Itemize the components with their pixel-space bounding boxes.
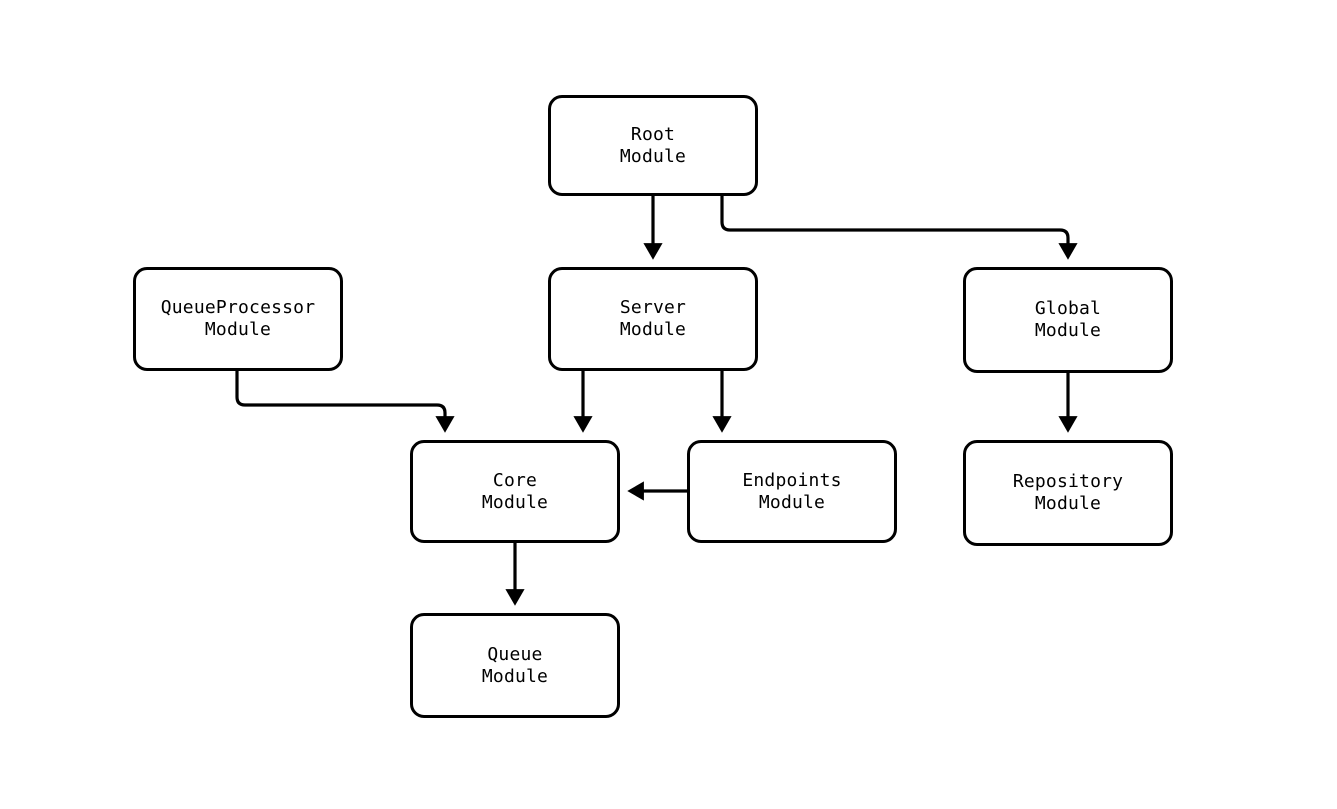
node-server-module-label: Server Module	[619, 297, 687, 340]
node-global-module-label: Global Module	[1034, 298, 1102, 341]
node-repository-module-label: Repository Module	[1012, 471, 1124, 514]
node-root-module[interactable]: Root Module	[548, 95, 758, 196]
node-endpoints-module[interactable]: Endpoints Module	[687, 440, 897, 543]
node-endpoints-module-label: Endpoints Module	[742, 469, 842, 513]
node-root-module-label: Root Module	[619, 123, 687, 167]
node-queue-module-label: Queue Module	[481, 643, 549, 687]
node-queueprocessor-module-label: QueueProcessor Module	[160, 297, 316, 340]
node-core-module-label: Core Module	[481, 469, 549, 513]
node-queueprocessor-module[interactable]: QueueProcessor Module	[133, 267, 343, 371]
node-global-module[interactable]: Global Module	[963, 267, 1173, 373]
node-queue-module[interactable]: Queue Module	[410, 613, 620, 718]
edge-root-to-global	[720, 196, 1078, 260]
node-repository-module[interactable]: Repository Module	[963, 440, 1173, 546]
node-server-module[interactable]: Server Module	[548, 267, 758, 371]
node-core-module[interactable]: Core Module	[410, 440, 620, 543]
edge-queueprocessor-to-core	[235, 371, 455, 433]
